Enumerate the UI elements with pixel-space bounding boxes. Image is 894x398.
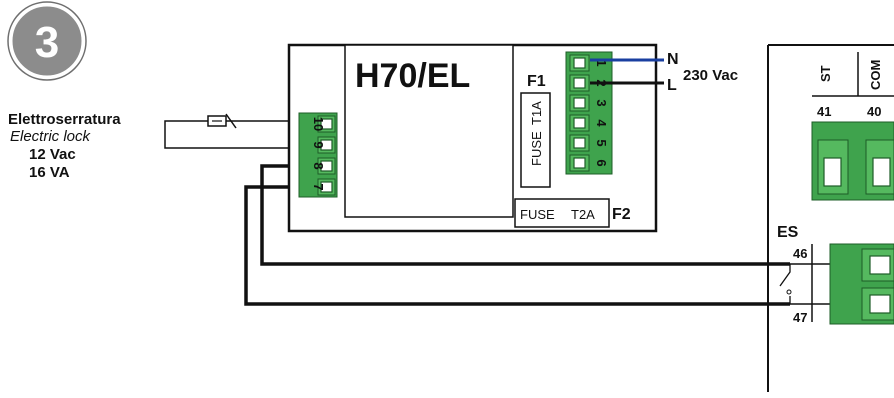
control-board-outline [767,44,894,392]
es-terminal-block [829,243,894,325]
h70el-inner [344,44,514,218]
step-badge: 3 [7,1,87,81]
fuse1-word: FUSE [529,131,544,166]
lock-wire [164,120,304,149]
lock-symbol-icon [207,113,237,129]
wire-terminal-8 [260,164,790,266]
terminal-block-left: 10 9 8 7 [298,112,338,198]
fuse2-box [514,198,610,228]
es-contact-symbol-icon [779,264,792,304]
lock-label-it: Elettroserratura [8,111,121,128]
board-terminal-block-top [811,121,894,201]
mains-voltage: 230 Vac [683,67,738,84]
fuse2-id: F2 [612,206,631,223]
es-terminal-47: 47 [793,310,807,325]
fuse1-box [520,92,551,188]
board-number-41: 41 [817,104,831,119]
terminal-1: 1 [594,59,609,66]
lock-label-en: Electric lock [10,128,92,145]
terminal-10: 10 [311,117,326,131]
terminal-7: 7 [311,183,326,190]
terminal-3: 3 [594,99,609,106]
board-label-st: ST [818,65,833,82]
lock-power: 16 VA [29,164,70,181]
es-label: ES [777,224,799,241]
es-leads [790,263,830,305]
mains-neutral: N [667,51,679,68]
fuse1-id: F1 [527,73,546,90]
lock-voltage: 12 Vac [29,146,76,163]
terminal-block-right: 1 2 3 4 5 6 [565,51,613,175]
wire-terminal-7 [244,185,790,306]
board-label-com: COM [868,60,883,90]
module-title: H70/EL [355,57,470,95]
es-terminal-46: 46 [793,246,807,261]
terminal-8: 8 [311,162,326,169]
terminal-9: 9 [311,141,326,148]
step-number: 3 [35,18,59,67]
terminal-4: 4 [594,119,609,127]
fuse1-rating: T1A [529,101,544,125]
fuse2-word: FUSE [520,207,555,222]
mains-line: L [667,77,677,94]
terminal-6: 6 [594,159,609,166]
fuse2-rating: T2A [571,207,595,222]
board-number-40: 40 [867,104,881,119]
terminal-5: 5 [594,139,609,146]
